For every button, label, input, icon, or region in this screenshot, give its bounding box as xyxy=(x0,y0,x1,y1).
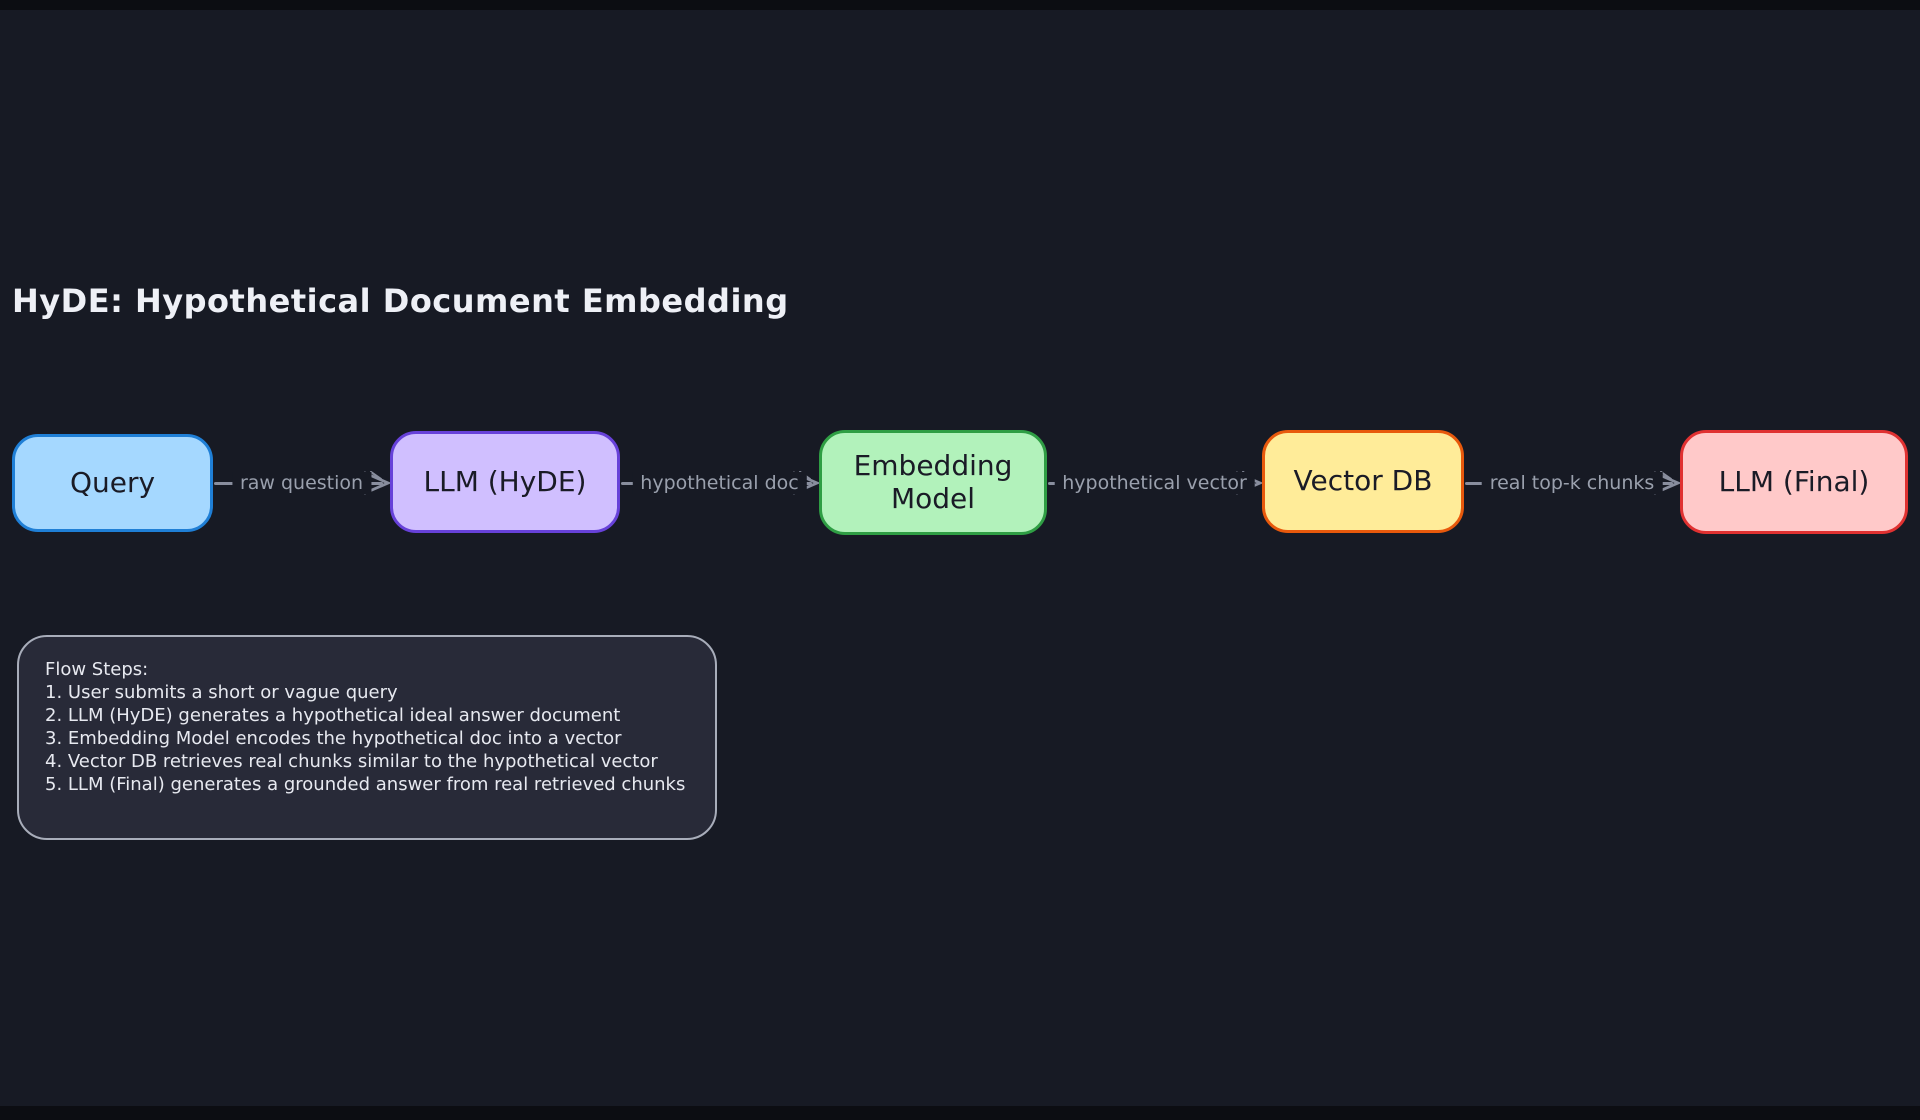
node-vector-db-label: Vector DB xyxy=(1293,464,1433,498)
node-llm-final[interactable]: LLM (Final) xyxy=(1680,430,1908,534)
node-llm-hyde[interactable]: LLM (HyDE) xyxy=(390,431,620,533)
edge-label: hypothetical doc xyxy=(632,472,807,494)
node-llm-final-label: LLM (Final) xyxy=(1718,464,1870,498)
note-step-5: 5. LLM (Final) generates a grounded answ… xyxy=(45,774,686,795)
edge-raw-question[interactable]: raw question xyxy=(214,467,391,499)
bottom-frame-bar xyxy=(0,1106,1920,1120)
diagram-title: HyDE: Hypothetical Document Embedding xyxy=(12,282,789,320)
edge-label: real top-k chunks xyxy=(1481,472,1663,494)
note-step-2: 2. LLM (HyDE) generates a hypothetical i… xyxy=(45,705,621,726)
node-embedding-model-label: Embedding Model xyxy=(853,449,1013,515)
node-llm-hyde-label: LLM (HyDE) xyxy=(423,464,587,498)
arrowhead-icon xyxy=(363,471,391,495)
edge-real-topk-chunks[interactable]: real top-k chunks xyxy=(1465,467,1681,499)
node-query[interactable]: Query xyxy=(12,434,213,532)
note-step-3: 3. Embedding Model encodes the hypotheti… xyxy=(45,728,622,749)
flow-steps-note[interactable]: Flow Steps: 1. User submits a short or v… xyxy=(17,635,717,840)
edge-hypothetical-doc[interactable]: hypothetical doc xyxy=(621,467,820,499)
arrowhead-icon xyxy=(1653,471,1681,495)
node-query-label: Query xyxy=(69,465,156,499)
node-vector-db[interactable]: Vector DB xyxy=(1262,430,1464,533)
note-heading: Flow Steps: xyxy=(45,659,149,680)
note-step-1: 1. User submits a short or vague query xyxy=(45,682,398,703)
note-step-4: 4. Vector DB retrieves real chunks simil… xyxy=(45,751,658,772)
edge-label: raw question xyxy=(231,472,372,494)
top-frame-bar xyxy=(0,0,1920,10)
edge-hypothetical-vector[interactable]: hypothetical vector xyxy=(1048,467,1263,499)
node-embedding-model[interactable]: Embedding Model xyxy=(819,430,1047,535)
edge-label: hypothetical vector xyxy=(1054,472,1255,494)
